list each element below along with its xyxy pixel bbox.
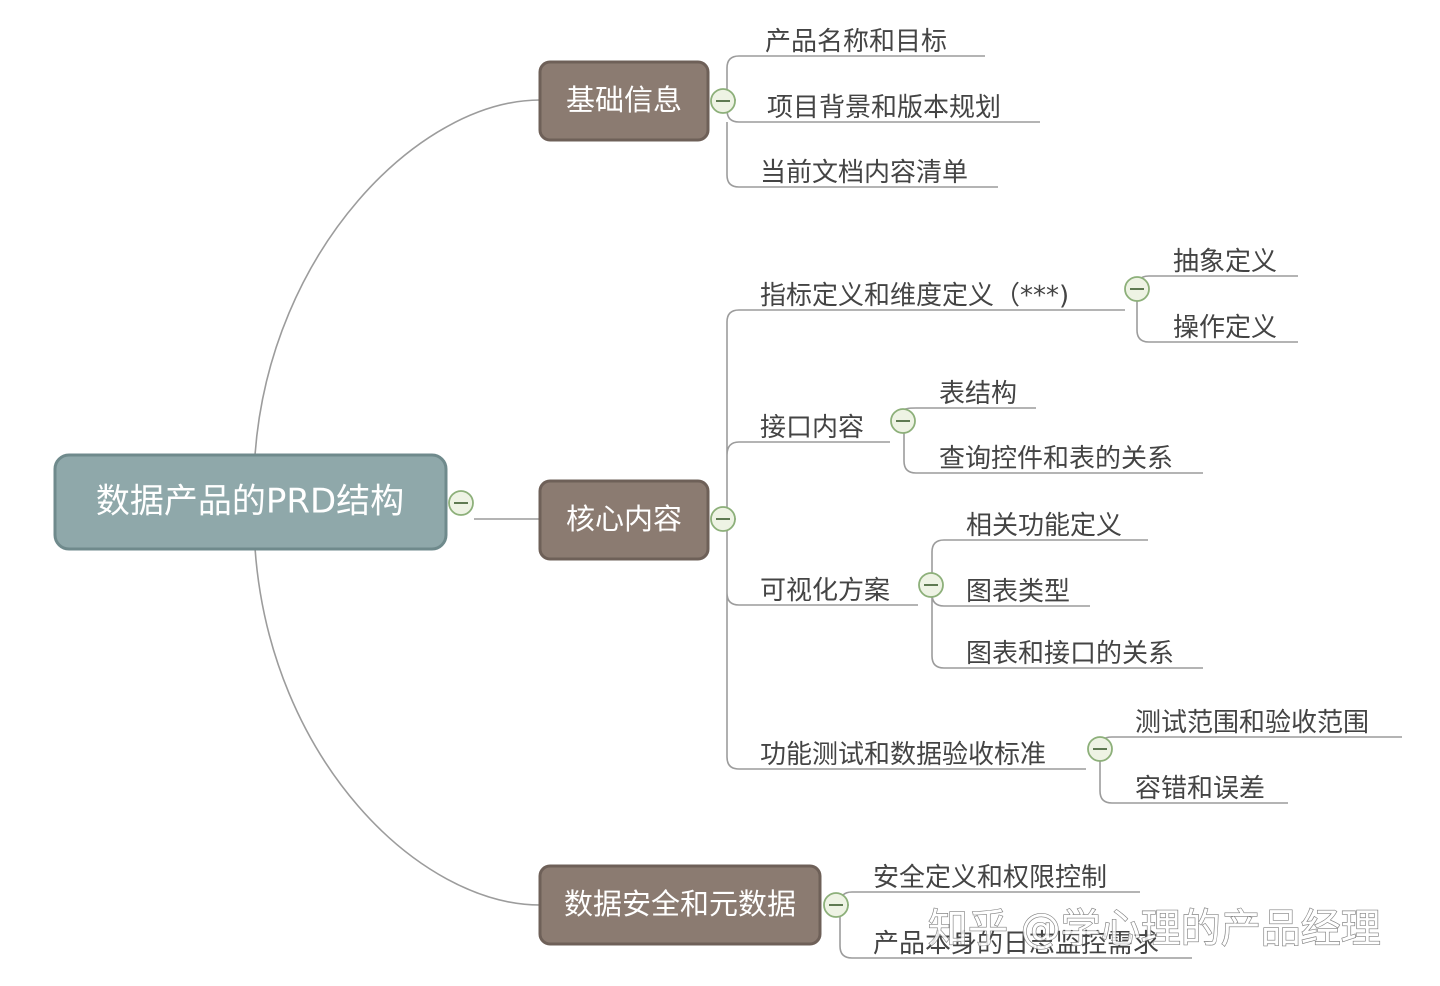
topic-table-structure[interactable]: 表结构 xyxy=(939,379,1017,409)
topic-interface-content[interactable]: 接口内容 xyxy=(760,413,864,443)
root-label: 数据产品的PRD结构 xyxy=(96,482,404,522)
topic-fault-tolerance[interactable]: 容错和误差 xyxy=(1135,774,1265,804)
topic-product-name-goal[interactable]: 产品名称和目标 xyxy=(765,27,947,57)
collapse-toggle-core-content[interactable] xyxy=(710,506,736,532)
branch-label-data-security: 数据安全和元数据 xyxy=(564,887,796,921)
collapse-toggle-data-security[interactable] xyxy=(823,892,849,918)
root-node[interactable]: 数据产品的PRD结构 xyxy=(53,453,448,551)
topic-metric-definition[interactable]: 指标定义和维度定义（***) xyxy=(760,281,1069,311)
collapse-toggle-root[interactable] xyxy=(448,490,474,516)
topic-chart-types[interactable]: 图表类型 xyxy=(966,577,1070,607)
collapse-toggle-test-criteria[interactable] xyxy=(1087,736,1113,762)
topic-test-scope[interactable]: 测试范围和验收范围 xyxy=(1135,708,1369,738)
branch-label-core-content: 核心内容 xyxy=(566,502,682,536)
topic-project-background[interactable]: 项目背景和版本规划 xyxy=(767,93,1001,123)
topic-document-checklist[interactable]: 当前文档内容清单 xyxy=(760,158,968,188)
collapse-toggle-interface-content[interactable] xyxy=(890,408,916,434)
topic-test-acceptance[interactable]: 功能测试和数据验收标准 xyxy=(760,740,1046,770)
topic-chart-interface-relation[interactable]: 图表和接口的关系 xyxy=(966,639,1174,669)
connector-core-children xyxy=(726,309,1125,770)
collapse-toggle-visualization-plan[interactable] xyxy=(918,572,944,598)
topic-visualization-plan[interactable]: 可视化方案 xyxy=(760,576,890,606)
topic-log-monitoring[interactable]: 产品本身的日志监控需求 xyxy=(873,929,1159,959)
branch-label-basic-info: 基础信息 xyxy=(566,83,682,117)
branch-node-core-content[interactable]: 核心内容 xyxy=(538,479,710,561)
topic-security-permission[interactable]: 安全定义和权限控制 xyxy=(873,863,1107,893)
branch-node-basic-info[interactable]: 基础信息 xyxy=(538,60,710,142)
topic-operational-definition[interactable]: 操作定义 xyxy=(1173,313,1277,343)
connector-root-security xyxy=(254,547,541,906)
watermark: 知乎 @学心理的产品经理 xyxy=(928,906,1381,952)
branch-node-data-security[interactable]: 数据安全和元数据 xyxy=(538,864,822,946)
collapse-toggle-basic-info[interactable] xyxy=(710,88,736,114)
topic-abstract-definition[interactable]: 抽象定义 xyxy=(1173,247,1277,277)
collapse-toggle-metric-definition[interactable] xyxy=(1124,276,1150,302)
topic-related-functions[interactable]: 相关功能定义 xyxy=(966,511,1122,541)
topic-query-control-relation[interactable]: 查询控件和表的关系 xyxy=(939,444,1173,474)
connector-root-basic xyxy=(254,99,541,456)
